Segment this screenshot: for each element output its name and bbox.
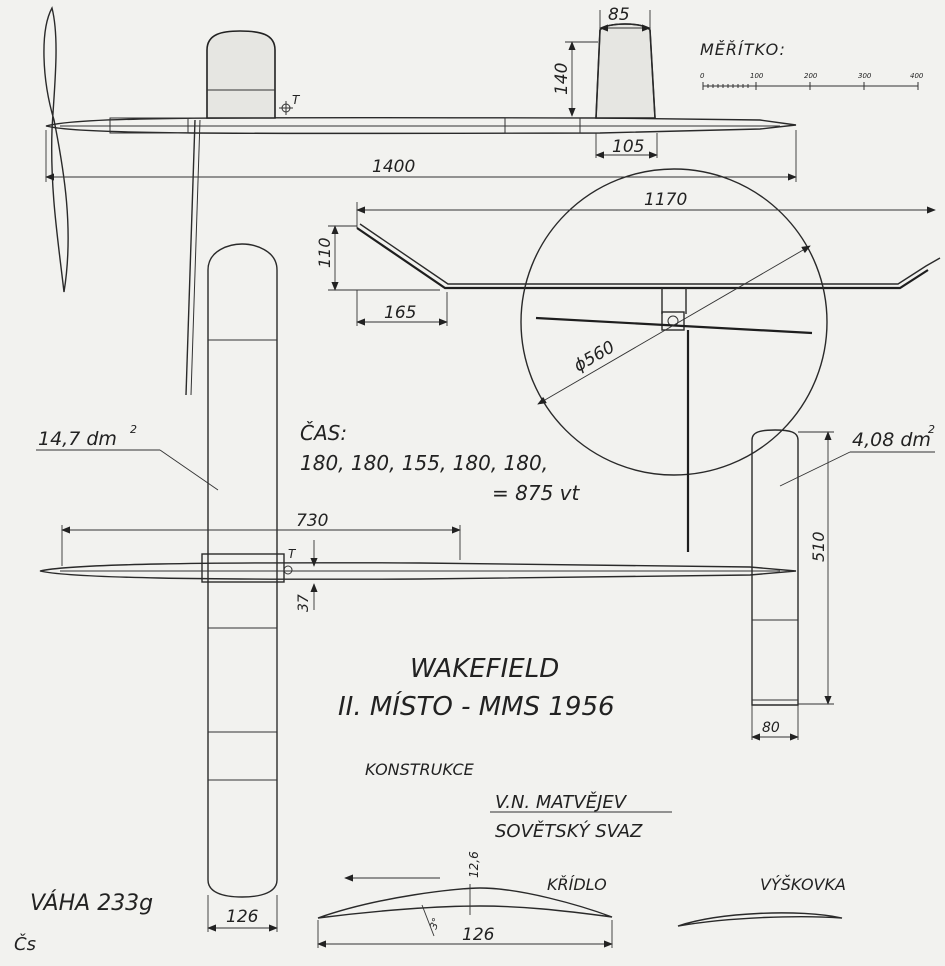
dim-stab-chord: 80 [751,705,799,741]
svg-text:126: 126 [226,907,259,927]
svg-text:180, 180, 155, 180, 180,: 180, 180, 155, 180, 180, [300,451,548,475]
svg-text:KŘÍDLO: KŘÍDLO [547,875,607,894]
svg-text:ϕ560: ϕ560 [571,337,619,376]
svg-text:3°: 3° [428,917,442,931]
dim-pylon-width: 85 [599,5,651,32]
dim-wing-chord: 126 [207,895,278,932]
svg-text:12,6: 12,6 [467,851,481,878]
svg-text:SOVĚTSKÝ SVAZ: SOVĚTSKÝ SVAZ [495,820,643,842]
svg-text:KONSTRUKCE: KONSTRUKCE [365,760,475,779]
front-view: 1170 110 165 ϕ560 [315,168,941,552]
fuselage-top [39,562,797,580]
dim-pylon-height: 140 [552,41,598,117]
flight-times: ČAS: 180, 180, 155, 180, 180, = 875 vt [300,421,580,505]
svg-text:110: 110 [315,237,334,268]
svg-text:730: 730 [296,511,328,531]
svg-text:1400: 1400 [372,157,415,177]
svg-text:85: 85 [608,5,630,25]
svg-text:WAKEFIELD: WAKEFIELD [410,654,559,684]
svg-text:2: 2 [928,423,935,436]
dim-pylon-base: 105 [595,133,658,159]
svg-text:2: 2 [130,423,137,436]
wing-area-label: 14,7 dm 2 [36,423,219,491]
stab-planform [751,429,799,706]
stab-area-label: 4,08 dm 2 [779,423,935,487]
svg-text:= 875 vt: = 875 vt [492,481,580,505]
svg-text:T: T [288,547,297,561]
svg-text:VÝŠKOVKA: VÝŠKOVKA [760,875,846,894]
dim-fuselage-length: 1400 [45,130,797,182]
propeller-side [43,6,69,293]
dim-dihedral-height: 110 [315,225,440,291]
wing-front [356,227,929,290]
dim-cg-position: 730 [61,511,461,566]
cg-marker-top: T [283,547,297,575]
fin [595,23,656,119]
prop-disc [520,168,828,476]
svg-text:MĚŘÍTKO:: MĚŘÍTKO: [700,40,786,59]
dim-wing-span: 1170 [356,190,936,228]
svg-text:1170: 1170 [644,190,687,210]
svg-text:37: 37 [296,594,312,612]
svg-text:V.N. MATVĚJEV: V.N. MATVĚJEV [495,791,628,813]
svg-text:140: 140 [552,63,572,95]
svg-text:126: 126 [462,925,495,945]
wing-pylon [206,30,276,119]
svg-text:80: 80 [762,720,780,736]
svg-text:300: 300 [858,72,872,80]
side-view: T 85 140 105 [43,5,797,396]
dim-stab-span: 510 [798,431,834,705]
wing-planform [207,243,278,898]
svg-text:105: 105 [612,137,644,157]
title-block: WAKEFIELD II. MÍSTO - MMS 1956 KONSTRUKC… [338,654,672,842]
svg-text:165: 165 [384,303,416,323]
wing-airfoil [317,887,613,919]
scale-bar: MĚŘÍTKO: 0 100 200 300 400 [700,40,924,90]
svg-text:14,7 dm: 14,7 dm [38,428,117,450]
signature: Čs [14,933,36,955]
svg-text:100: 100 [750,72,764,80]
airfoil-section: 12,6 3° 126 KŘÍDLO VÝŠKOVKA [317,851,846,948]
svg-text:4,08 dm: 4,08 dm [852,429,931,451]
weight-label: VÁHA 233g [30,890,153,916]
svg-text:II. MÍSTO - MMS 1956: II. MÍSTO - MMS 1956 [338,690,615,722]
svg-text:T: T [292,93,301,107]
dim-cg-offset: 37 [296,540,318,612]
svg-text:0: 0 [700,72,705,80]
dim-tip-length: 165 [356,290,448,326]
dim-prop-diameter: ϕ560 [537,245,811,405]
top-view: T 730 37 126 510 [36,243,935,932]
cg-marker-side: T [279,93,301,115]
fuselage-side [45,116,797,135]
svg-text:200: 200 [804,72,818,80]
svg-text:400: 400 [910,72,924,80]
stab-airfoil [677,912,843,927]
svg-text:510: 510 [809,531,828,562]
svg-text:ČAS:: ČAS: [300,421,347,445]
